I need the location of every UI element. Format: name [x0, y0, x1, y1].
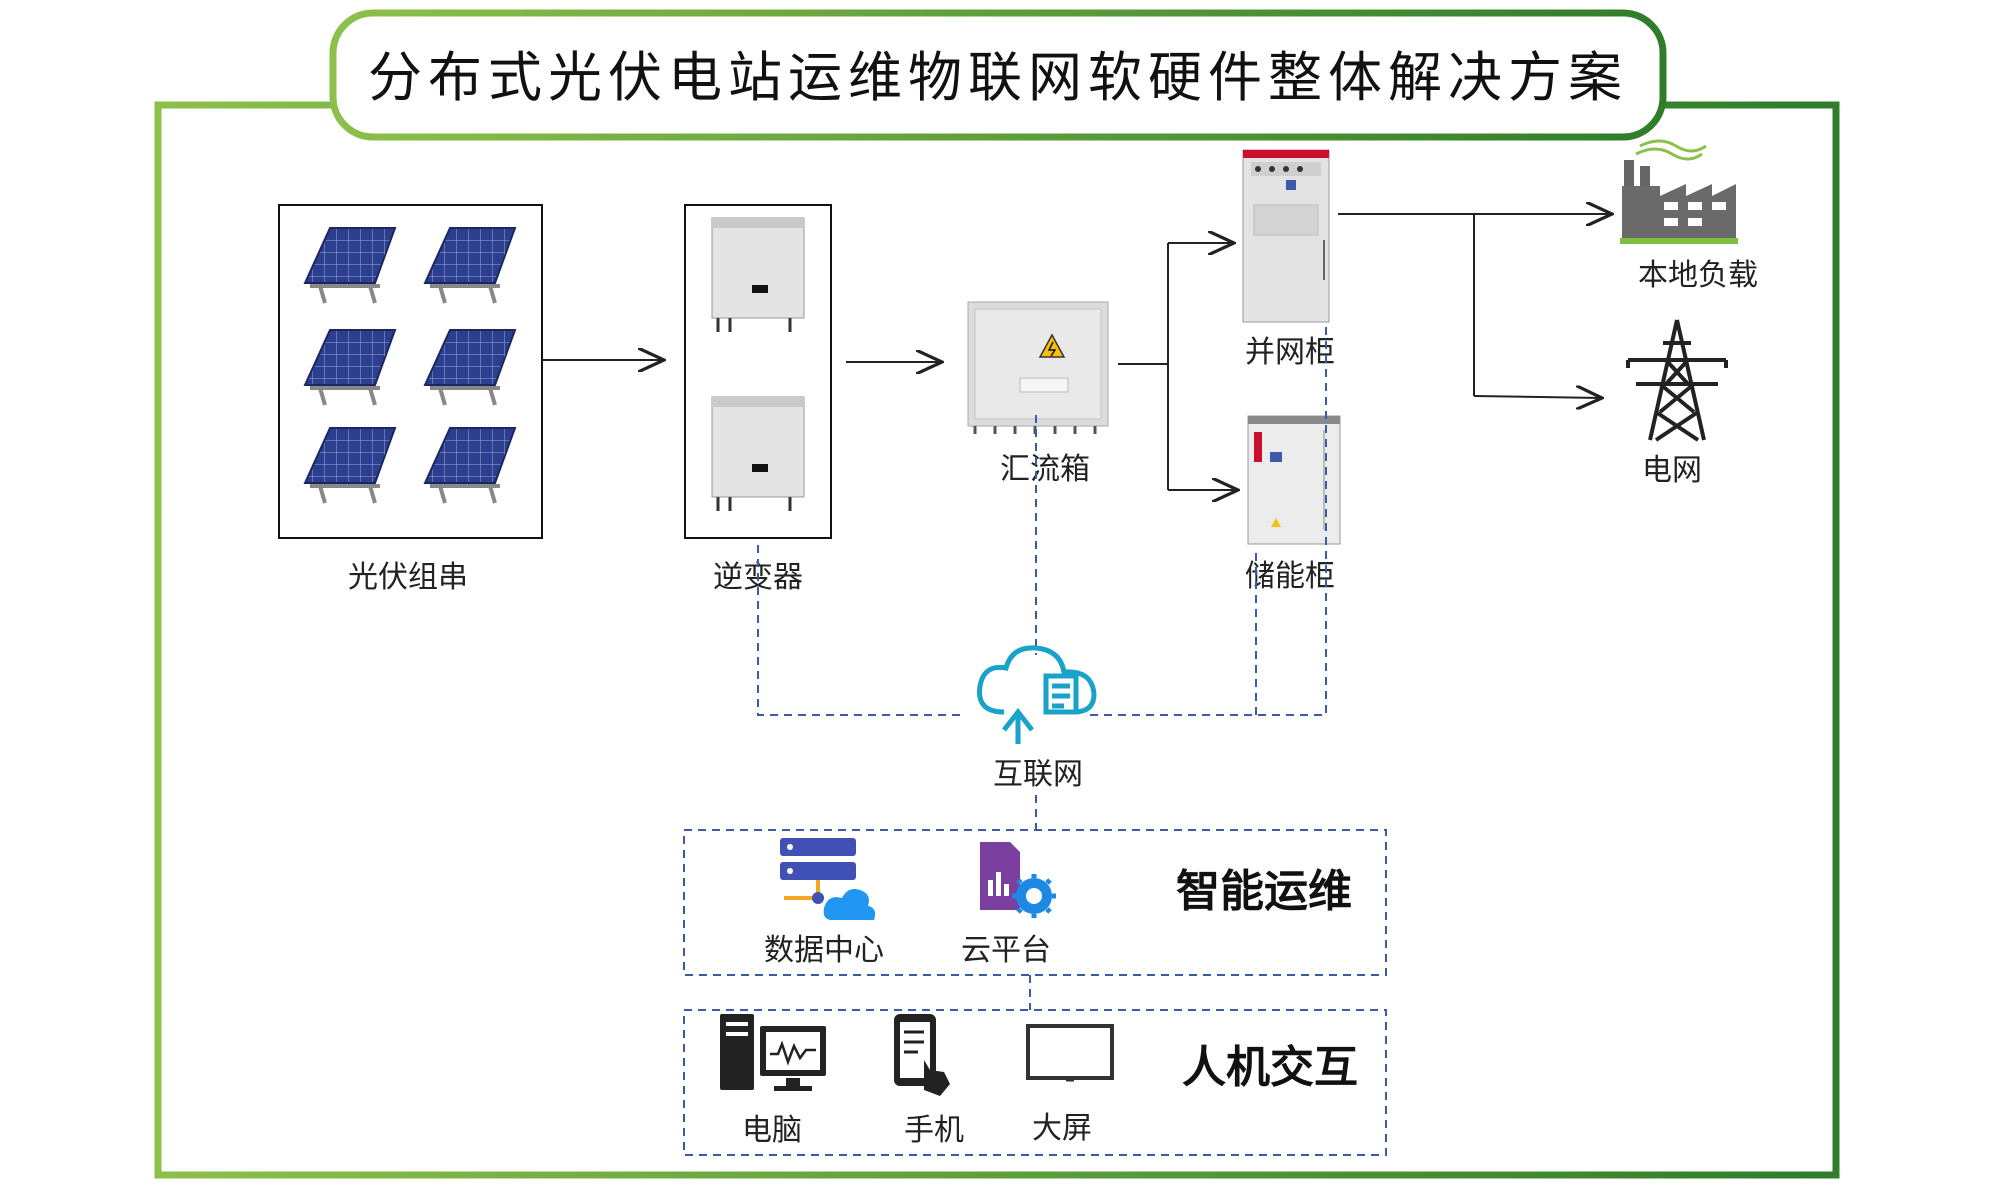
grid-cabinet-node: 并网柜: [1242, 149, 1335, 370]
computer-label: 电脑: [742, 1113, 802, 1148]
screen-label: 大屏: [1032, 1111, 1092, 1146]
power-tower-icon: [1626, 319, 1728, 442]
screen-icon: [1026, 1024, 1114, 1082]
computer-icon: [720, 1014, 826, 1091]
local-load-node: 本地负载: [1620, 139, 1758, 293]
cloud-platform-label: 云平台: [961, 933, 1051, 968]
to-power-grid-arrow: [1473, 396, 1602, 398]
datacenter-icon: [780, 838, 876, 920]
cloud-platform-icon: [980, 842, 1056, 918]
smart-ops-group: 数据中心 云平台 智能运维: [683, 829, 1387, 976]
cloud-upload-icon: [977, 645, 1097, 744]
storage-cabinet-icon: [1247, 415, 1341, 545]
pv-string-node: 光伏组串: [278, 204, 543, 595]
grid-cabinet-label: 并网柜: [1245, 335, 1335, 370]
smart-ops-title: 智能运维: [1176, 866, 1352, 917]
internet-node: 互联网: [977, 645, 1097, 792]
pv-string-label: 光伏组串: [348, 560, 468, 595]
power-flow-lines: [542, 214, 1612, 490]
combiner-branch-line: [1118, 243, 1169, 490]
page-title: 分布式光伏电站运维物联网软硬件整体解决方案: [368, 46, 1628, 109]
inverter-icon: [711, 217, 805, 511]
grid-cabinet-branch-line: [1338, 213, 1475, 396]
phone-icon: [894, 1014, 950, 1096]
power-grid-node: 电网: [1626, 319, 1728, 488]
grid-cabinet-icon: [1242, 149, 1330, 323]
inverter-node: 逆变器: [684, 204, 832, 595]
datacenter-label: 数据中心: [764, 933, 884, 968]
power-grid-label: 电网: [1642, 453, 1702, 488]
local-load-label: 本地负载: [1638, 258, 1758, 293]
solar-panel-icon: [303, 227, 517, 504]
hmi-group: 电脑 手机 大屏 人机交互: [683, 1009, 1387, 1156]
hmi-title: 人机交互: [1182, 1042, 1358, 1093]
factory-icon: [1620, 139, 1738, 244]
storage-cabinet-label: 储能柜: [1245, 559, 1335, 594]
combiner-box-icon: [967, 301, 1109, 434]
title-banner: 分布式光伏电站运维物联网软硬件整体解决方案: [329, 9, 1667, 141]
combiner-label: 汇流箱: [1000, 452, 1090, 487]
internet-label: 互联网: [993, 757, 1083, 792]
communication-lines: [757, 326, 1327, 1010]
combiner-node: 汇流箱: [967, 301, 1109, 487]
storage-cabinet-node: 储能柜: [1245, 415, 1341, 594]
phone-label: 手机: [904, 1113, 964, 1148]
